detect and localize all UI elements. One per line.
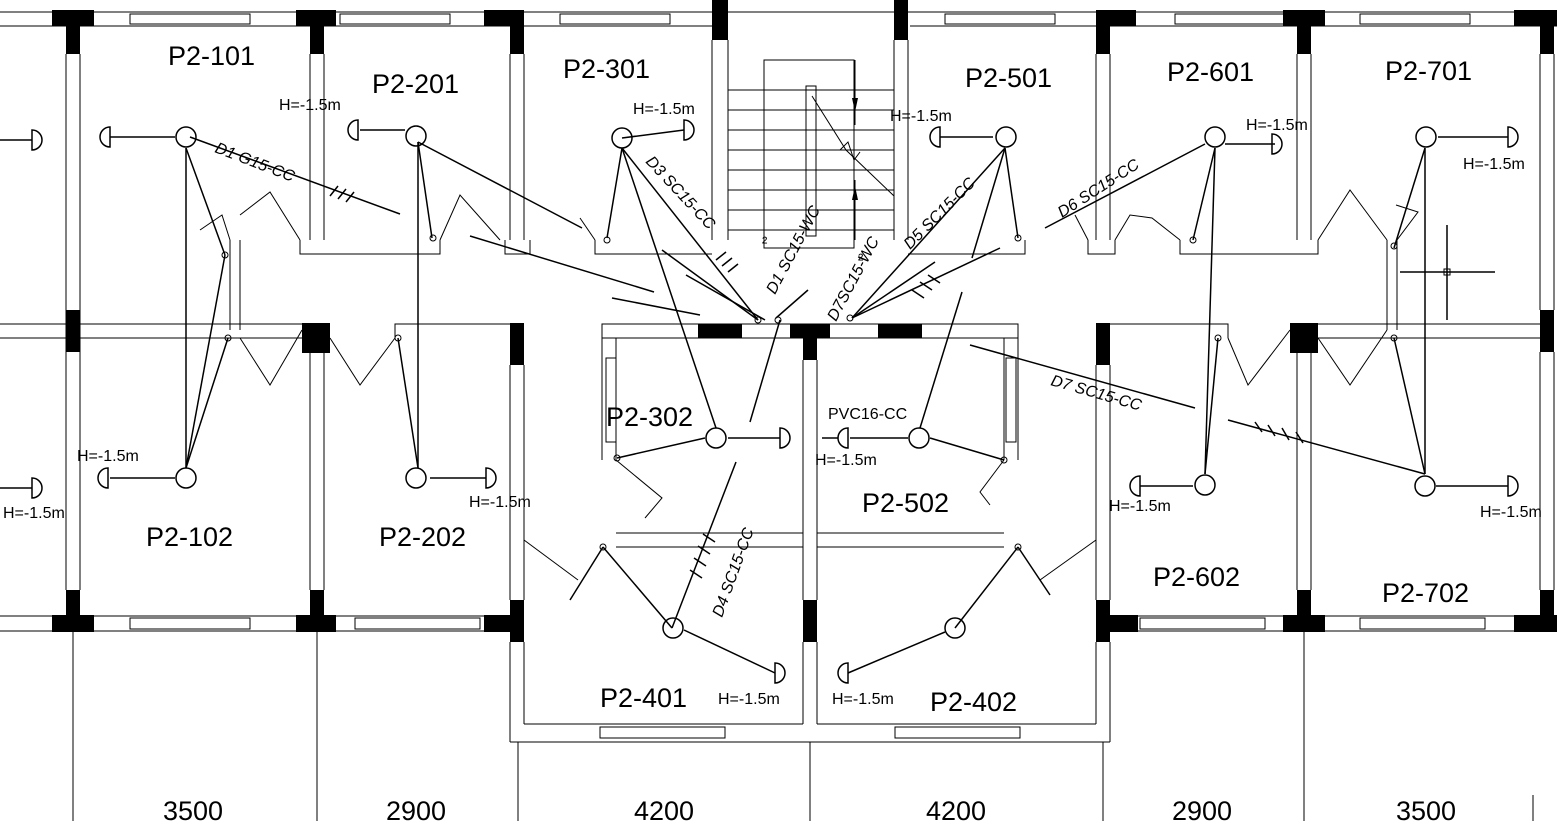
door-swings [199,189,1419,581]
pipe-label: D1 SC15-WC [764,203,825,297]
height-note: H=-1.5m [77,448,139,465]
light-fixture [1194,474,1216,496]
room-label: P2-302 [606,402,693,432]
light-fixture [405,125,427,147]
socket-icon [779,427,791,449]
socket-icon [1507,475,1519,497]
socket-icon [837,662,849,684]
socket-icon [97,467,109,489]
staircase: ² ² [728,59,895,269]
height-note: H=-1.5m [1463,156,1525,173]
socket-icon [1129,475,1141,497]
dimensions: 3500 2900 4200 4200 2900 3500 [163,796,1456,821]
light-fixture [1414,475,1436,497]
height-note: H=-1.5m [279,97,341,114]
dimension-label: 3500 [163,796,223,821]
room-label: P2-601 [1167,57,1254,87]
light-fixture [175,126,197,148]
pipe-label: D6 SC15-CC [1055,156,1143,221]
dimension-label: 4200 [926,796,986,821]
socket-icon [31,129,43,151]
room-label: P2-402 [930,687,1017,717]
height-note: H=-1.5m [1480,504,1542,521]
socket-icon [683,119,695,141]
light-fixture [995,126,1017,148]
light-fixture [405,467,427,489]
socket-icon [837,427,849,449]
socket-icon [1507,126,1519,148]
height-note: H=-1.5m [815,452,877,469]
height-notes: H=-1.5m H=-1.5m H=-1.5m H=-1.5m H=-1.5m … [3,97,1542,708]
light-fixture [944,617,966,639]
socket-icon [485,467,497,489]
pipe-label: D4 SC15-CC [710,525,758,619]
sockets [31,119,1519,684]
stair-mark: ² [762,235,768,252]
dimension-label: 2900 [1172,796,1232,821]
pipe-label: D5 SC15-CC [901,174,979,252]
room-label: P2-301 [563,54,650,84]
room-label: P2-201 [372,69,459,99]
room-label: P2-102 [146,522,233,552]
socket-icon [347,119,359,141]
room-label: P2-702 [1382,578,1469,608]
height-note: H=-1.5m [1109,498,1171,515]
room-labels: P2-101 P2-201 P2-301 P2-501 P2-601 P2-70… [146,41,1472,717]
dimension-label: 4200 [634,796,694,821]
wiring [0,129,1508,674]
dimension-label: 2900 [386,796,446,821]
height-note: H=-1.5m [633,101,695,118]
height-note: H=-1.5m [890,108,952,125]
stair-mark: ² [858,252,864,269]
height-note: H=-1.5m [3,505,65,522]
height-note: H=-1.5m [1246,117,1308,134]
room-label: P2-101 [168,41,255,71]
height-note: H=-1.5m [469,494,531,511]
height-note: H=-1.5m [832,691,894,708]
pipe-label: D1 G15-CC [213,140,298,186]
room-label: P2-202 [379,522,466,552]
socket-icon [31,477,43,499]
light-fixture [662,617,684,639]
light-fixture [611,127,633,149]
room-label: P2-501 [965,63,1052,93]
room-label: P2-401 [600,683,687,713]
light-fixture [1204,126,1226,148]
light-fixture [705,427,727,449]
pipe-label: PVC16-CC [828,406,907,423]
fixtures [175,125,1437,639]
socket-icon [99,126,111,148]
room-label: P2-602 [1153,562,1240,592]
room-label: P2-502 [862,488,949,518]
dimension-label: 3500 [1396,796,1456,821]
socket-icon [774,662,786,684]
light-fixture [175,467,197,489]
room-label: P2-701 [1385,56,1472,86]
light-fixture [1415,126,1437,148]
socket-icon [1271,133,1283,155]
socket-icon [929,126,941,148]
light-fixture [908,427,930,449]
height-note: H=-1.5m [718,691,780,708]
